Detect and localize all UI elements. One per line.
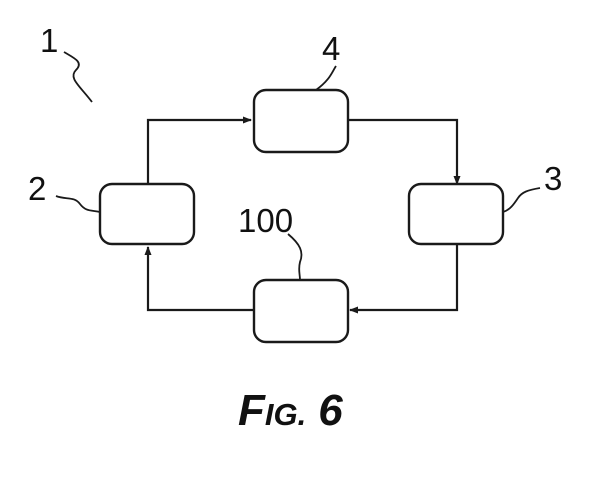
leader-line-1 — [64, 52, 92, 102]
caption-number: 6 — [318, 386, 343, 435]
ref-label-100: 100 — [238, 202, 293, 239]
ref-label-2: 2 — [28, 170, 46, 207]
ref-label-4: 4 — [322, 30, 340, 67]
figure-caption: FIG. 6 — [238, 386, 343, 435]
block-3 — [409, 184, 503, 244]
ref-label-1: 1 — [40, 22, 58, 59]
caption-initial: F — [238, 386, 266, 435]
flow-line-2-to-4 — [148, 120, 251, 184]
leader-line-3 — [503, 188, 540, 212]
flow-line-4-to-3 — [346, 120, 457, 184]
block-2 — [100, 184, 194, 244]
leader-line-2 — [56, 196, 100, 212]
block-4 — [254, 90, 348, 152]
leader-line-100 — [288, 234, 302, 280]
flow-line-100-to-2 — [148, 247, 254, 310]
block-100 — [254, 280, 348, 342]
flow-line-3-to-100 — [350, 245, 457, 310]
leader-line-4 — [316, 66, 336, 90]
ref-label-3: 3 — [544, 160, 562, 197]
caption-small-caps: IG. — [265, 397, 306, 432]
